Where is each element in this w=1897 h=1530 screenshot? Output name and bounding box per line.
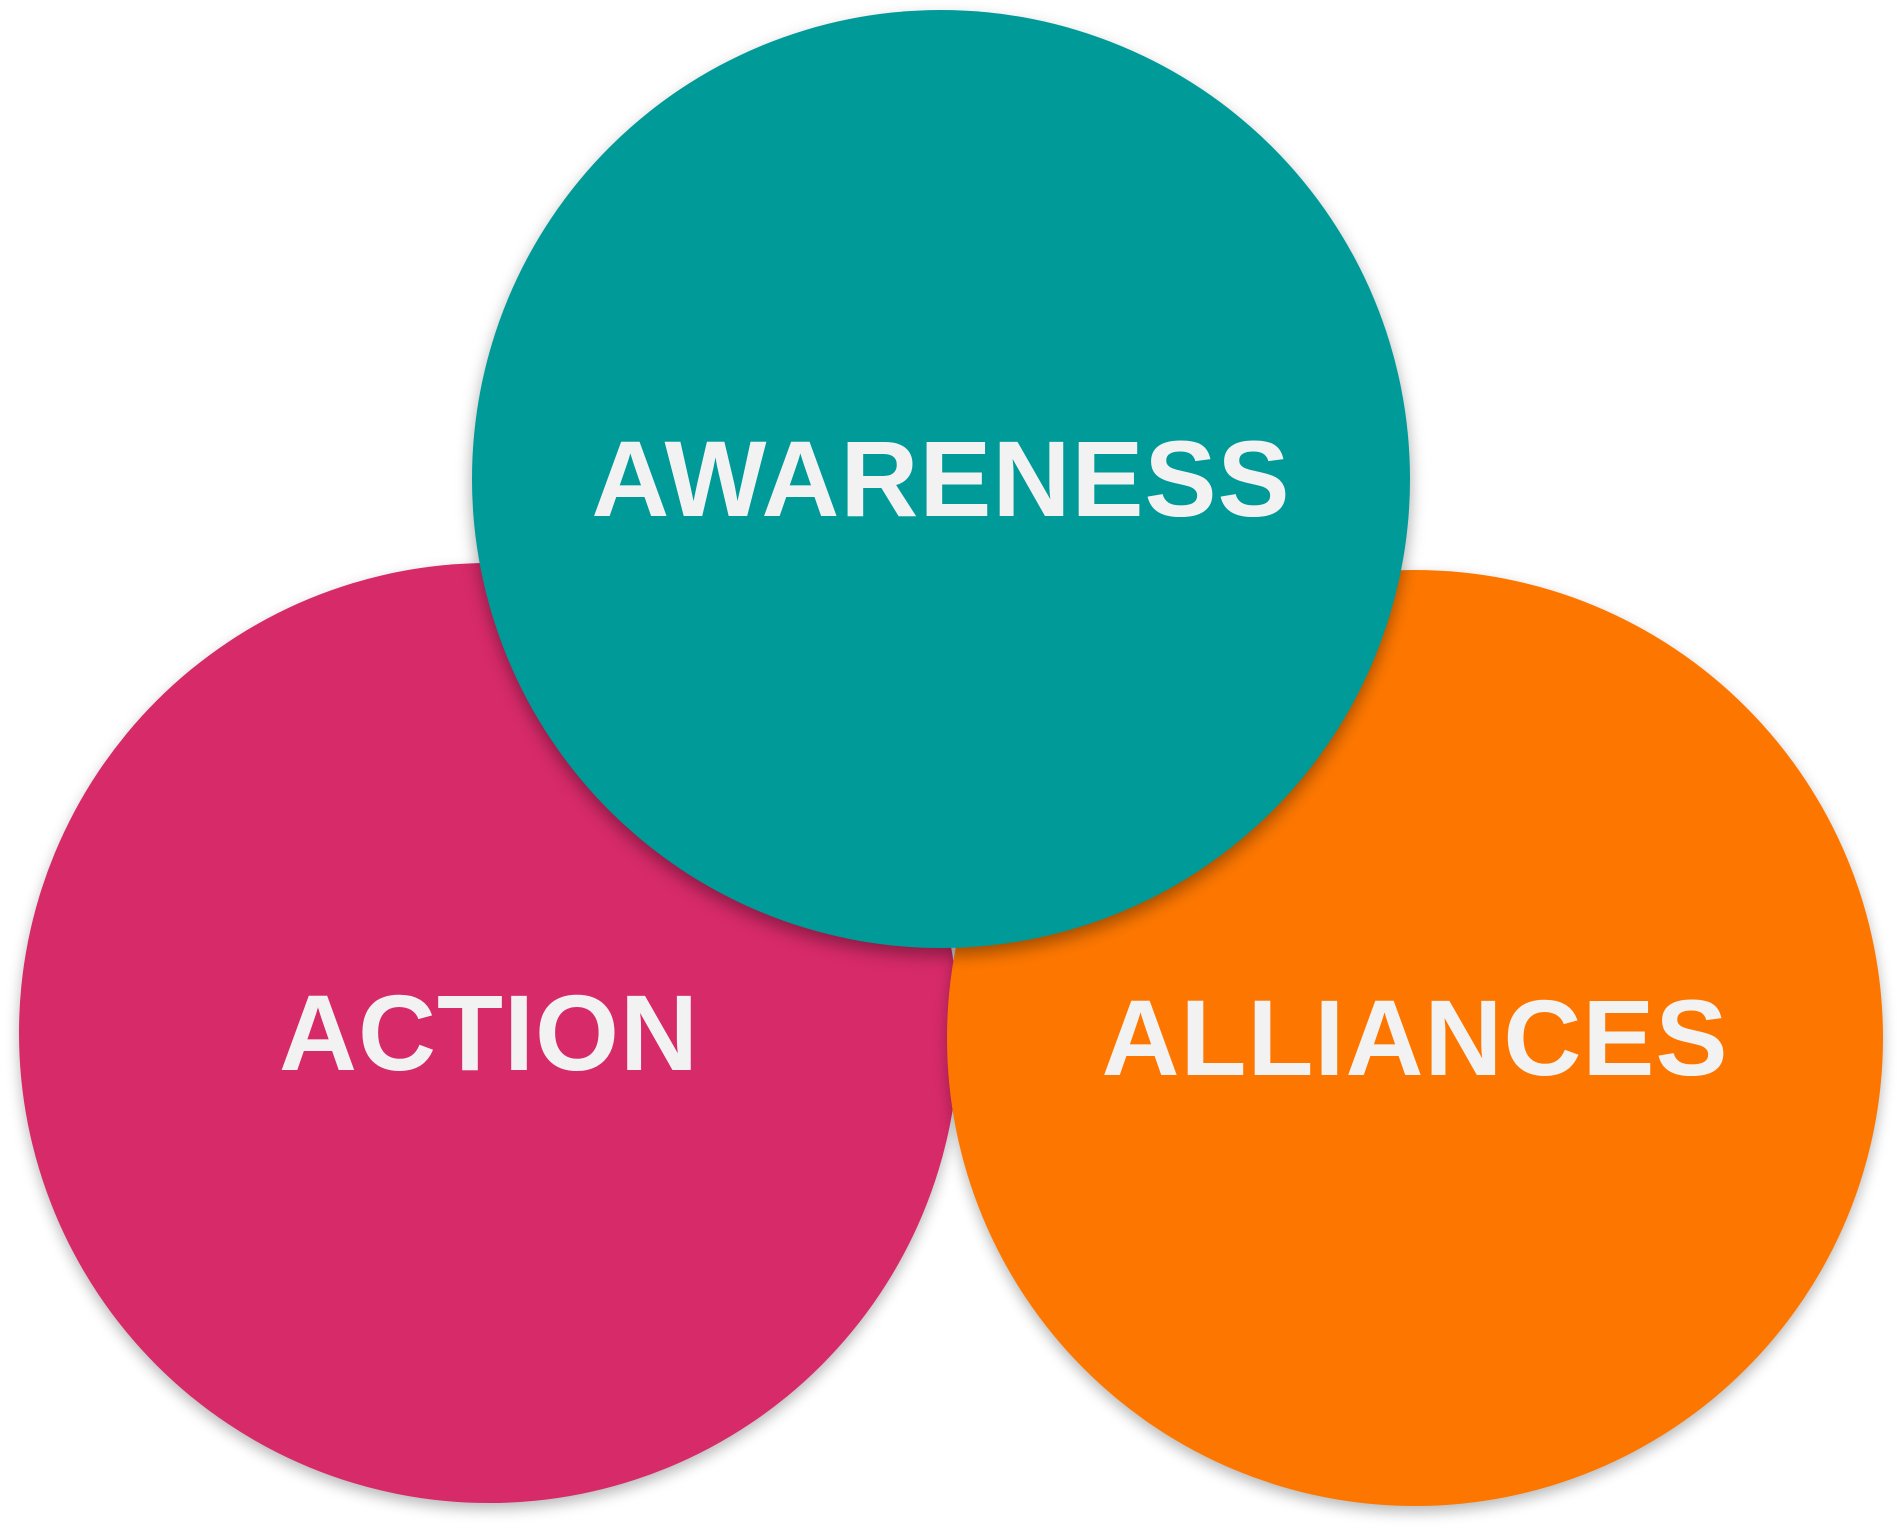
action-label: ACTION [279,972,699,1093]
awareness-label: AWARENESS [591,418,1291,539]
awareness-circle: AWARENESS [472,10,1410,948]
alliances-label: ALLIANCES [1101,977,1729,1098]
